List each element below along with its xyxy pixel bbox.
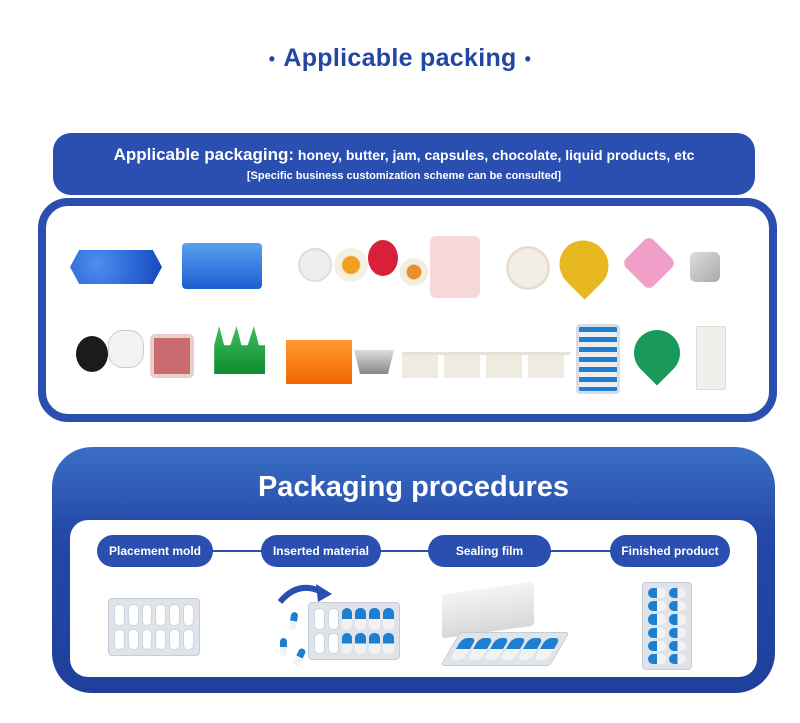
product-capsule-blister bbox=[576, 324, 620, 394]
product-pink-bottles bbox=[430, 236, 480, 298]
packaging-procedures-section: Packaging procedures Placement mold Inse… bbox=[52, 447, 775, 693]
product-jam-square bbox=[150, 334, 194, 378]
product-blue-hexagon-tray bbox=[70, 250, 162, 284]
product-metal-cup bbox=[354, 350, 394, 374]
applicable-packaging-banner: Applicable packaging: honey, butter, jam… bbox=[53, 133, 755, 195]
page-title: • Applicable packing • bbox=[0, 44, 800, 73]
product-green-bottles bbox=[214, 326, 266, 374]
loose-capsule bbox=[292, 647, 307, 667]
title-text: Applicable packing bbox=[283, 44, 517, 72]
sealed-blister bbox=[440, 632, 570, 666]
product-pink-sachet bbox=[621, 235, 677, 291]
title-dot-right: • bbox=[524, 48, 532, 69]
product-orange-cup bbox=[400, 258, 428, 286]
banner-note: [Specific business customization scheme … bbox=[246, 170, 562, 182]
product-clear-figure-tray bbox=[696, 326, 726, 390]
product-blue-ampoule-tray bbox=[182, 243, 262, 289]
product-clear-tray bbox=[108, 330, 144, 368]
product-round-cups bbox=[298, 248, 332, 282]
product-white-cup bbox=[506, 246, 550, 290]
step-inserted-material: Inserted material bbox=[261, 535, 381, 567]
loose-capsule bbox=[288, 611, 299, 631]
product-orange-tray bbox=[286, 340, 352, 384]
product-foil-cup bbox=[690, 252, 720, 282]
loose-capsule bbox=[280, 638, 287, 656]
product-green-sachet bbox=[624, 320, 690, 386]
title-dot-left: • bbox=[268, 48, 276, 69]
product-gallery bbox=[38, 198, 777, 422]
banner-label: Applicable packaging: bbox=[113, 145, 295, 164]
step-finished-product: Finished product bbox=[610, 535, 730, 567]
product-gold-sachet bbox=[549, 230, 619, 300]
finished-blister-pack bbox=[642, 582, 692, 670]
step-sealing-film: Sealing film bbox=[428, 535, 551, 567]
curved-arrow-icon bbox=[277, 584, 332, 604]
step-placement-mold: Placement mold bbox=[97, 535, 213, 567]
sealing-film-sheet bbox=[442, 581, 534, 639]
empty-blister-mold bbox=[108, 598, 200, 656]
partially-filled-blister bbox=[308, 602, 400, 660]
banner-items: honey, butter, jam, capsules, chocolate,… bbox=[294, 147, 695, 163]
procedures-panel: Placement mold Inserted material Sealing… bbox=[70, 520, 757, 677]
procedures-title: Packaging procedures bbox=[257, 471, 570, 503]
product-red-cup bbox=[368, 240, 398, 276]
product-yolk-cup bbox=[334, 248, 368, 282]
product-white-cup-strip bbox=[402, 352, 570, 378]
product-black-tray bbox=[76, 336, 108, 372]
